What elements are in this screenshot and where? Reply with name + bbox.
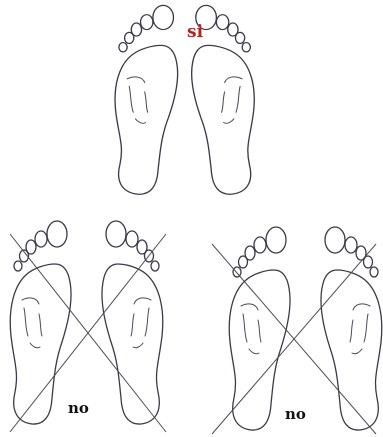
right-sole-wrong-1 xyxy=(102,221,163,424)
right-sole-wrong-2 xyxy=(321,227,382,430)
left-sole-wrong-2 xyxy=(229,227,290,430)
left-sole-correct xyxy=(115,5,178,194)
correct-label: si xyxy=(187,24,203,41)
wrong-label-right: no xyxy=(285,407,306,422)
correct-pair xyxy=(115,5,254,194)
wrong-pair-right xyxy=(212,227,382,434)
wrong-label-left: no xyxy=(68,401,89,416)
